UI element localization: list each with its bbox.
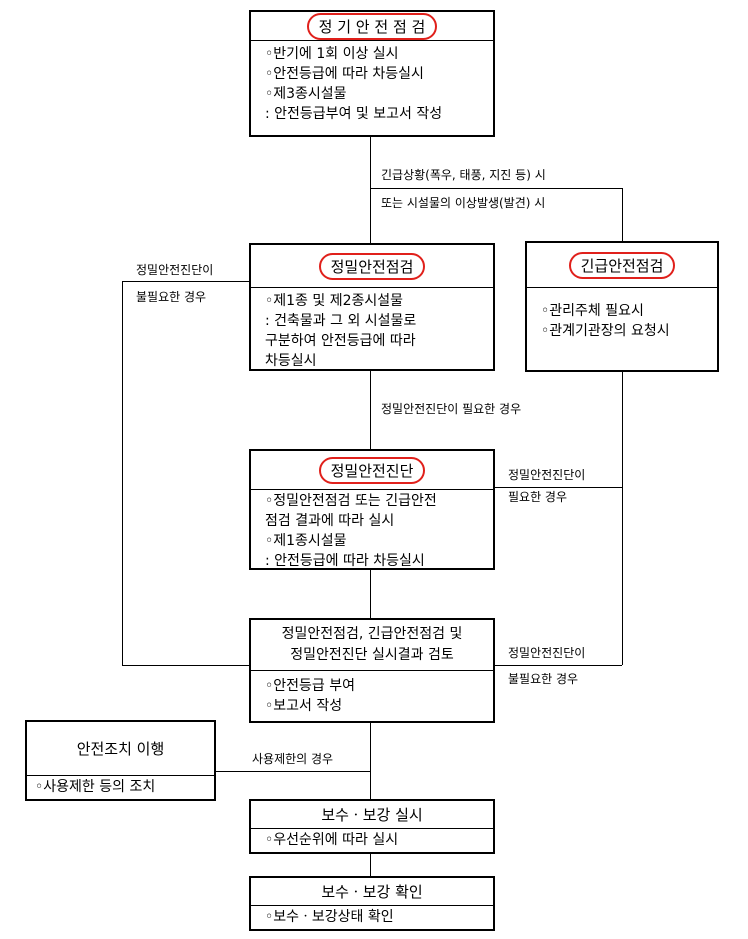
label-right-needed-1: 정밀안전진단이 [508, 468, 586, 482]
precise-inspection-line: : 건축물과 그 외 시설물로 [265, 313, 417, 329]
precise-diagnosis-line: 점검 결과에 따라 실시 [265, 513, 395, 529]
safety-measures-title: 안전조치 이행 [76, 740, 165, 758]
repair-line: ◦우선순위에 따라 실시 [265, 832, 399, 848]
results-review-title-line2: 정밀안전진단 실시결과 검토 [290, 647, 454, 663]
box-precise-diagnosis: 정밀안전진단 ◦정밀안전점검 또는 긴급안전 점검 결과에 따라 실시 ◦제1종… [249, 449, 495, 570]
emergency-inspection-line: ◦관계기관장의 요청시 [541, 323, 670, 339]
box-repair-confirm: 보수ㆍ보강 확인 ◦보수ㆍ보강상태 확인 [249, 876, 495, 931]
label-right-needed-2: 필요한 경우 [508, 490, 568, 504]
box-repair: 보수ㆍ보강 실시 ◦우선순위에 따라 실시 [249, 799, 495, 854]
connector-emergency-split [370, 188, 622, 189]
connector-repair-to-confirm [370, 853, 371, 877]
connector-emergency-to-diagnosis [494, 487, 622, 488]
precise-diagnosis-title: 정밀안전진단 [318, 456, 426, 484]
precise-inspection-line: ◦제1종 및 제2종시설물 [265, 293, 404, 309]
precise-inspection-title: 정밀안전점검 [318, 252, 426, 280]
repair-confirm-title: 보수ㆍ보강 확인 [321, 883, 423, 901]
label-right-not-needed-1: 정밀안전진단이 [508, 646, 586, 660]
connector-emergency-to-review [494, 665, 622, 666]
label-emergency-condition-2: 또는 시설물의 이상발생(발견) 시 [381, 196, 546, 210]
precise-diagnosis-line: : 안전등급에 따라 차등실시 [265, 553, 425, 569]
connector-diagnosis-to-review [370, 569, 371, 619]
regular-inspection-line: ◦반기에 1회 이상 실시 [265, 46, 399, 62]
safety-measures-line: ◦사용제한 등의 조치 [35, 779, 156, 795]
connector-left-top [122, 281, 249, 282]
regular-inspection-line: ◦안전등급에 따라 차등실시 [265, 66, 424, 82]
precise-inspection-line: 차등실시 [265, 353, 317, 369]
precise-diagnosis-line: ◦정밀안전점검 또는 긴급안전 [265, 493, 437, 509]
box-emergency-inspection: 긴급안전점검 ◦관리주체 필요시 ◦관계기관장의 요청시 [525, 241, 719, 372]
box-precise-inspection: 정밀안전점검 ◦제1종 및 제2종시설물 : 건축물과 그 외 시설물로 구분하… [249, 243, 495, 371]
connector-left-bottom [122, 665, 249, 666]
label-diagnosis-needed: 정밀안전진단이 필요한 경우 [381, 402, 522, 416]
repair-title: 보수ㆍ보강 실시 [321, 806, 423, 824]
label-right-not-needed-2: 불필요한 경우 [508, 672, 579, 686]
repair-confirm-line: ◦보수ㆍ보강상태 확인 [265, 909, 394, 925]
precise-diagnosis-line: ◦제1종시설물 [265, 533, 347, 549]
connector-to-emergency [622, 188, 623, 241]
results-review-line: ◦보고서 작성 [265, 698, 343, 714]
box-results-review: 정밀안전점검, 긴급안전점검 및 정밀안전진단 실시결과 검토 ◦안전등급 부여… [249, 618, 495, 723]
box-regular-inspection: 정 기 안 전 점 검 ◦반기에 1회 이상 실시 ◦안전등급에 따라 차등실시… [249, 10, 495, 137]
connector-emergency-down [622, 371, 623, 665]
precise-inspection-line: 구분하여 안전등급에 따라 [265, 333, 416, 349]
regular-inspection-title: 정 기 안 전 점 검 [306, 12, 438, 40]
label-left-not-needed-2: 불필요한 경우 [136, 290, 207, 304]
regular-inspection-line: ◦제3종시설물 [265, 86, 347, 102]
label-left-not-needed-1: 정밀안전진단이 [136, 263, 214, 277]
connector-review-to-repair [370, 722, 371, 800]
label-emergency-condition-1: 긴급상황(폭우, 태풍, 지진 등) 시 [381, 168, 546, 182]
label-use-restriction: 사용제한의 경우 [252, 752, 334, 766]
connector-left-vertical [122, 281, 123, 665]
emergency-inspection-title: 긴급안전점검 [568, 251, 676, 279]
results-review-title-line1: 정밀안전점검, 긴급안전점검 및 [281, 626, 463, 642]
connector-safety [215, 771, 370, 772]
emergency-inspection-line: ◦관리주체 필요시 [541, 303, 644, 319]
regular-inspection-line: : 안전등급부여 및 보고서 작성 [265, 106, 443, 122]
connector-regular-down [370, 136, 371, 244]
connector-precise-to-diagnosis [370, 370, 371, 450]
results-review-line: ◦안전등급 부여 [265, 678, 355, 694]
box-safety-measures: 안전조치 이행 ◦사용제한 등의 조치 [25, 720, 216, 801]
